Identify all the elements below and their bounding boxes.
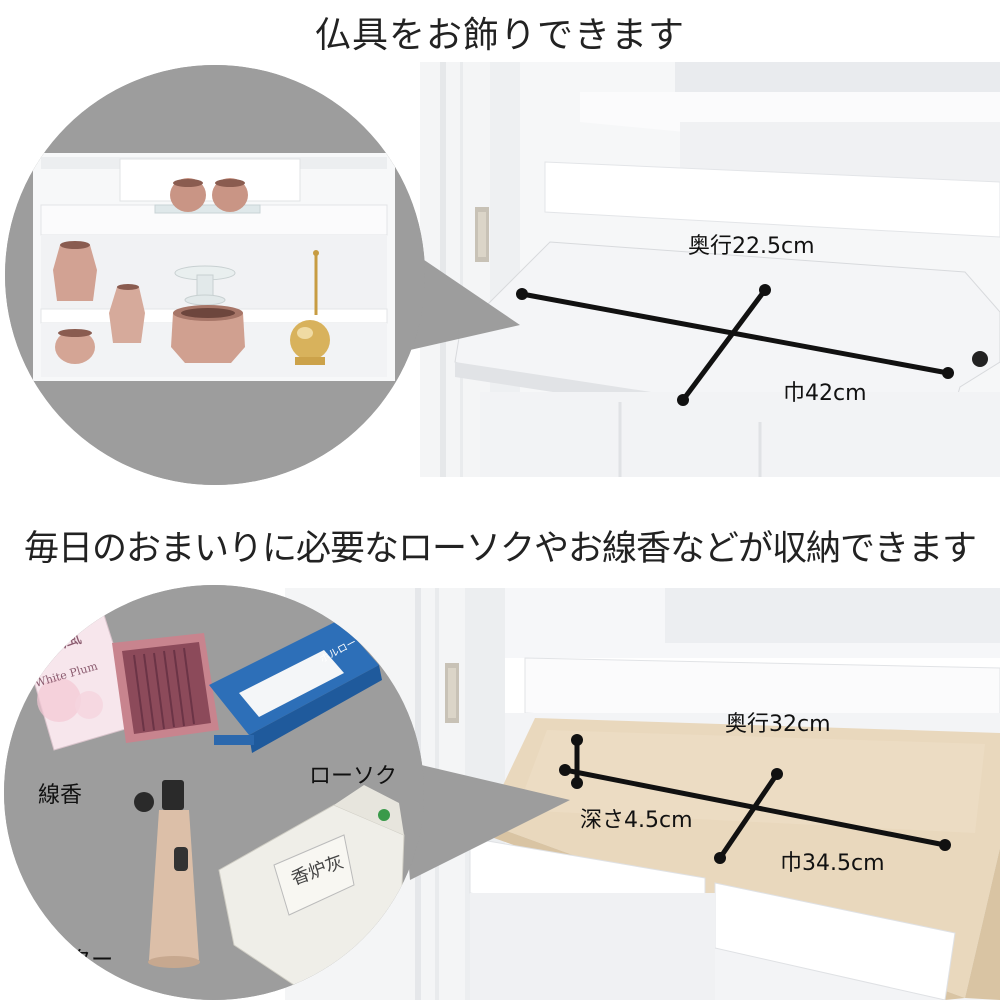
- lighter: [134, 780, 200, 968]
- daily-items-circle: 花風 White Plum ホルローソク 香炉灰 線香 ローソク ライター 香: [4, 585, 424, 1000]
- heading-storage: 毎日のおまいりに必要なローソクやお線香などが収納できます: [23, 529, 977, 569]
- lighter-label: ライター: [26, 948, 114, 973]
- drawer-height-label: 深さ4.5cm: [580, 808, 693, 833]
- incense-label: 線香: [38, 783, 83, 808]
- candle-label: ローソク: [309, 764, 398, 789]
- shelf-depth-label: 奥行22.5cm: [688, 234, 815, 259]
- ash-bag: 香炉灰: [218, 785, 405, 986]
- cabinet-shelf-photo: 奥行22.5cm 巾42cm: [420, 62, 1000, 477]
- shelf-dimension-lines: [516, 284, 954, 406]
- candle-box: [209, 620, 382, 753]
- shelf-width-label: 巾42cm: [783, 381, 867, 406]
- altar-fittings-circle: [5, 65, 425, 485]
- drawer-depth-label: 奥行32cm: [725, 712, 831, 737]
- drawer-width-label: 巾34.5cm: [780, 851, 885, 876]
- heading-altar-fittings: 仏具をお飾りできます: [314, 15, 685, 56]
- drawer-dimension-lines: [559, 734, 951, 864]
- ash-label: 香炉灰: [341, 958, 408, 983]
- callout-pointer-bottom: [400, 760, 570, 880]
